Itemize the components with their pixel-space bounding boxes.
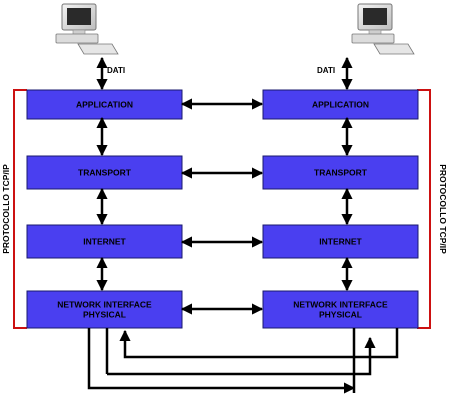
right-layer-label-3-1: INTERNET [319,237,362,247]
right-layer-box-1 [262,89,419,120]
left-layer-box-3 [26,224,183,259]
left-dati-label: DATI [107,66,125,75]
left-layer-label-4-1: NETWORK INTERFACE [57,300,152,310]
layer-boxes: APPLICATION APPLICATION TRANSPORT TRANSPORT… [26,89,419,329]
right-dati-label: DATI [317,66,335,75]
right-computer-icon [351,3,415,55]
left-protocol-label: PROTOCOLLO TCP/IP [1,164,11,254]
right-protocol-bracket [417,89,431,329]
right-layer-label-1-1: APPLICATION [312,100,369,110]
left-layer-label-3-1: INTERNET [83,237,126,247]
right-protocol-label: PROTOCOLLO TCP/IP [438,164,448,254]
left-layer-box-1 [26,89,183,120]
left-layer-label-2-1: TRANSPORT [78,168,132,178]
physical-path-right-to-left [119,328,399,359]
right-layer-box-2 [262,155,419,190]
left-layer-label-4-2: PHYSICAL [83,310,126,320]
right-layer-box-3 [262,224,419,259]
physical-path-left-to-right [87,328,356,394]
right-layer-label-4-2: PHYSICAL [319,310,362,320]
left-protocol-bracket [13,89,27,329]
left-layer-box-2 [26,155,183,190]
physical-path-center-link [107,336,376,376]
left-computer-icon [55,3,119,55]
left-layer-label-1-1: APPLICATION [76,100,133,110]
right-layer-label-2-1: TRANSPORT [314,168,368,178]
right-layer-label-4-1: NETWORK INTERFACE [293,300,388,310]
